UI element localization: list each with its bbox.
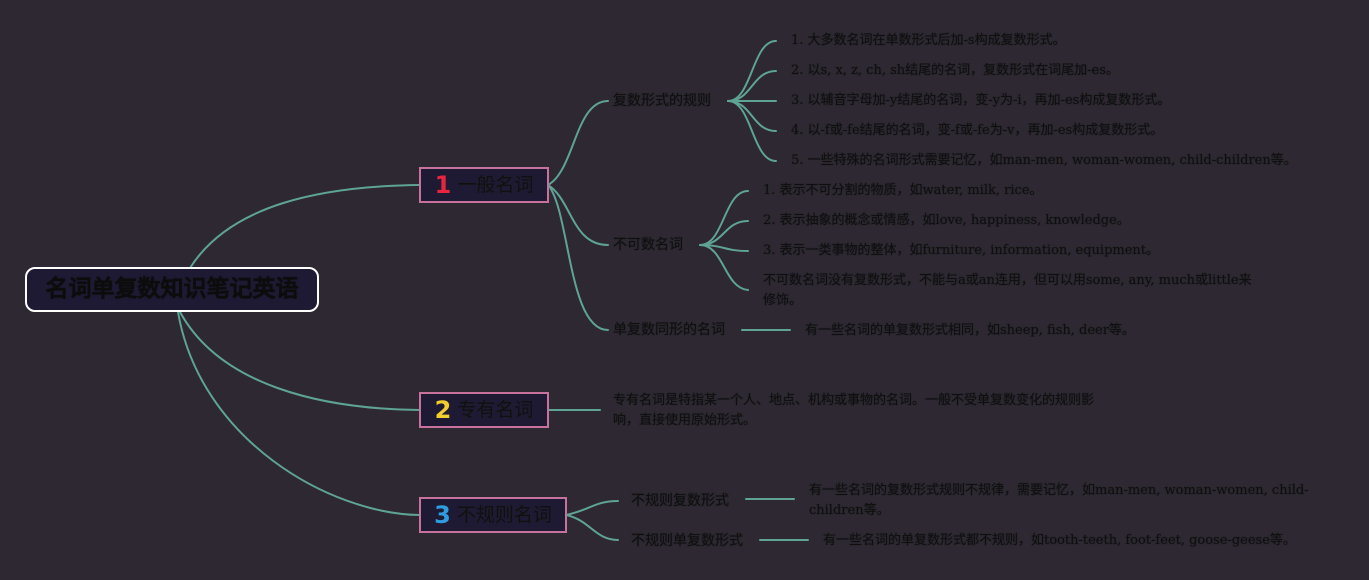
leaf-irregular-singular-plural[interactable]: 有一些名词的单复数形式都不规则，如tooth-teeth, foot-feet,… <box>823 533 1296 548</box>
leaf-plural-rule-5[interactable]: 5. 一些特殊的名词形式需要记忆，如man-men, woman-women, … <box>791 153 1297 168</box>
root-topic[interactable]: 名词单复数知识笔记英语 <box>25 267 319 312</box>
subtopic-uncountable-nouns[interactable]: 不可数名词 <box>613 237 683 253</box>
leaf-uncountable-3[interactable]: 3. 表示一类事物的整体，如furniture, information, eq… <box>763 243 1160 258</box>
subtopic-plural-rules[interactable]: 复数形式的规则 <box>613 93 711 109</box>
link-branch-1-uncountable <box>547 184 609 246</box>
leaf-plural-rule-3[interactable]: 3. 以辅音字母加-y结尾的名词，变-y为-i，再加-es构成复数形式。 <box>791 93 1171 108</box>
link-plural-rule-4 <box>727 100 777 132</box>
branch-number-badge: 1 <box>434 171 452 199</box>
leaf-irregular-plural[interactable]: 有一些名词的复数形式规则不规律，需要记忆，如man-men, woman-wom… <box>809 483 1309 518</box>
link-branch-1-plural-rules <box>547 100 609 186</box>
link-uncountable-1 <box>699 190 749 246</box>
leaf-plural-rule-1[interactable]: 1. 大多数名词在单数形式后加-s构成复数形式。 <box>791 33 1066 48</box>
branch-number-badge: 2 <box>434 396 452 424</box>
link-uncountable-2 <box>699 220 749 246</box>
leaf-uncountable-1[interactable]: 1. 表示不可分割的物质，如water, milk, rice。 <box>763 183 1043 198</box>
link-root-branch-1 <box>189 184 421 269</box>
branch-number-badge: 3 <box>434 501 451 529</box>
branch-label: 一般名词 <box>457 173 534 196</box>
link-uncountable-4 <box>699 244 749 291</box>
link-plural-rule-1 <box>727 40 777 102</box>
branch-irregular-nouns[interactable]: 3 不规则名词 <box>419 497 567 533</box>
link-plural-rule-5 <box>727 100 777 162</box>
leaf-same-form[interactable]: 有一些名词的单复数形式相同，如sheep, fish, deer等。 <box>805 323 1135 338</box>
leaf-plural-rule-2[interactable]: 2. 以s, x, z, ch, sh结尾的名词，复数形式在词尾加-es。 <box>791 63 1119 78</box>
subtopic-irregular-singular-plural[interactable]: 不规则单复数形式 <box>631 533 743 549</box>
branch-label: 不规则名词 <box>456 503 552 526</box>
link-branch-3-irregular-plural <box>565 500 619 516</box>
subtopic-irregular-plural[interactable]: 不规则复数形式 <box>631 493 729 509</box>
leaf-uncountable-2[interactable]: 2. 表示抽象的概念或情感，如love, happiness, knowledg… <box>763 213 1130 228</box>
link-branch-1-same-form <box>547 184 609 331</box>
leaf-proper-nouns-text[interactable]: 专有名词是特指某一个人、地点、机构或事物的名词。一般不受单复数变化的规则影响，直… <box>613 393 1095 428</box>
branch-proper-nouns[interactable]: 2 专有名词 <box>419 392 549 428</box>
leaf-uncountable-4[interactable]: 不可数名词没有复数形式，不能与a或an连用，但可以用some, any, muc… <box>763 273 1252 308</box>
branch-label: 专有名词 <box>457 398 534 421</box>
link-root-branch-2 <box>179 311 421 411</box>
leaf-plural-rule-4[interactable]: 4. 以-f或-fe结尾的名词，变-f或-fe为-v，再加-es构成复数形式。 <box>791 123 1164 138</box>
subtopic-same-form-nouns[interactable]: 单复数同形的名词 <box>613 322 725 338</box>
branch-general-nouns[interactable]: 1 一般名词 <box>419 167 549 203</box>
link-branch-3-irregular-both <box>565 514 619 541</box>
link-plural-rule-2 <box>727 70 777 102</box>
link-root-branch-3 <box>177 311 421 516</box>
